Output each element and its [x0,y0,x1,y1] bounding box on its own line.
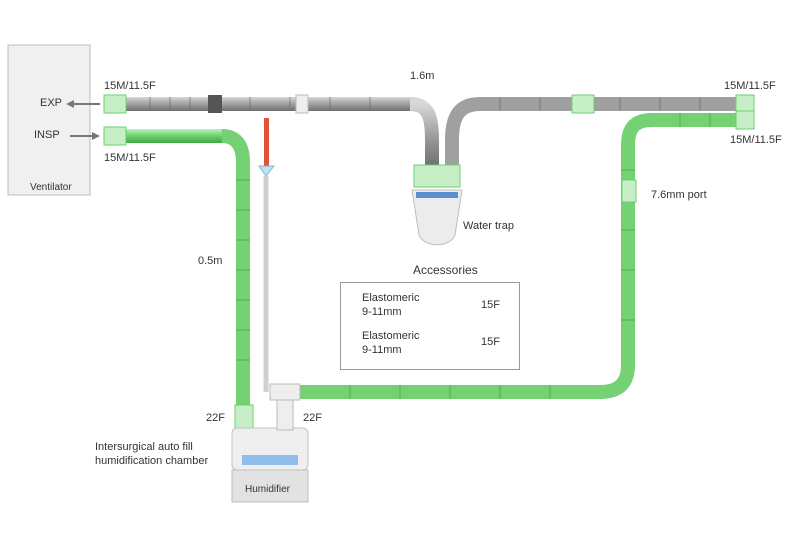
exp-arrow-icon [66,100,100,108]
ventilator-label: Ventilator [30,182,72,193]
ventilator-box [7,44,91,196]
accessories-box [340,282,520,370]
temperature-probe [258,118,276,392]
port-22f-left-label: 22F [206,412,225,424]
inspiratory-hose [103,126,254,430]
insp-label: INSP [34,129,60,141]
water-trap-label: Water trap [463,220,514,232]
humidifier-label: Humidifier [245,484,291,495]
accessory-1-line2: 9-11mm [362,306,402,318]
accessory-1-line1: Elastomeric [362,292,420,304]
humidifier-chamber [231,399,309,503]
expiratory-hose [103,94,755,165]
chamber-label-line1: Intersurgical auto fill [95,441,193,453]
insp-arrow-icon [70,132,100,140]
port-label: 7.6mm port [651,189,707,201]
main-length-label: 1.6m [410,70,435,82]
exp-connector-label: 15M/11.5F [104,80,156,92]
heated-hose [269,110,755,401]
accessory-1-size: 15F [481,299,500,311]
exp-label: EXP [40,97,63,109]
insp-connector-label: 15M/11.5F [104,152,156,164]
right-top-connector-label: 15M/11.5F [724,80,776,92]
accessories-title: Accessories [413,263,478,277]
chamber-label-line2: humidification chamber [95,455,209,467]
short-length-label: 0.5m [198,255,223,267]
right-bottom-connector-label: 15M/11.5F [730,134,782,146]
accessory-2-line1: Elastomeric [362,330,420,342]
accessory-2-size: 15F [481,336,500,348]
water-trap [411,164,463,246]
port-22f-right-label: 22F [303,412,322,424]
accessory-2-line2: 9-11mm [362,344,402,356]
